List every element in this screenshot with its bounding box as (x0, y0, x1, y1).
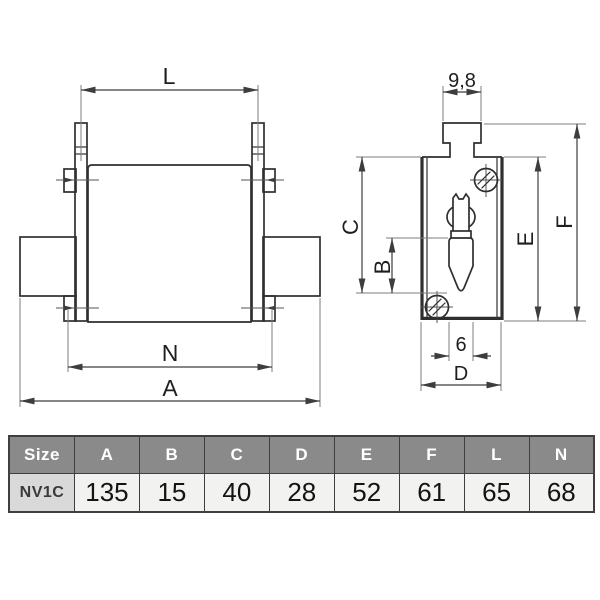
cell-A: 135 (74, 473, 140, 513)
table-header-F: F (398, 435, 465, 474)
dim-label-C: C (338, 219, 363, 235)
dimension-B: B (370, 237, 448, 293)
cell-E: 52 (333, 473, 400, 513)
table-header-L: L (463, 435, 530, 474)
dimension-F: F (484, 123, 586, 321)
cell-C: 40 (203, 473, 270, 513)
dimension-indicator-width: 6 (431, 322, 491, 361)
cell-D: 28 (268, 473, 335, 513)
cell-B: 15 (138, 473, 205, 513)
contact-blade-left (19, 236, 77, 297)
contact-blade-right (262, 236, 321, 297)
cell-L: 65 (463, 473, 530, 513)
dimension-L: L (80, 63, 259, 161)
indicator-pin (448, 237, 474, 292)
fuse-body-outline (87, 164, 252, 323)
dim-label-N: N (162, 340, 179, 366)
lug-centerlines (56, 177, 284, 311)
dim-label-D: D (454, 363, 468, 385)
fuse-indicator (446, 192, 476, 292)
dimension-table: Size A B C D E F L N NV1C 135 15 40 28 (8, 435, 595, 513)
side-blade-profile (422, 122, 502, 158)
cell-size: NV1C (8, 473, 75, 513)
indicator-cap (452, 192, 470, 233)
dim-label-A: A (162, 375, 178, 401)
table-header-C: C (203, 435, 270, 474)
dimension-N: N (67, 310, 273, 372)
table-header-A: A (74, 435, 140, 474)
dimension-A: A (19, 298, 321, 407)
dim-label-E: E (513, 232, 538, 247)
dim-label-L: L (163, 63, 176, 89)
dim-label-6: 6 (455, 334, 466, 356)
dimension-C: C (338, 156, 447, 294)
table-header-N: N (528, 435, 595, 474)
fuse-technical-drawing: L N A (19, 63, 586, 407)
dimension-E: E (504, 156, 586, 322)
table-row: NV1C 135 15 40 28 52 61 65 68 (8, 473, 595, 513)
front-view: L N A (19, 63, 321, 407)
screw-bottom-icon (421, 291, 453, 323)
table-header-E: E (333, 435, 400, 474)
dimension-blade-width: 9,8 (442, 70, 482, 121)
dim-label-F: F (552, 215, 577, 228)
table-header-B: B (138, 435, 205, 474)
dim-label-9-8: 9,8 (448, 70, 476, 92)
cell-N: 68 (528, 473, 595, 513)
table-header-size: Size (8, 435, 75, 474)
dim-label-B: B (370, 260, 395, 275)
table-header-row: Size A B C D E F L N (8, 435, 595, 474)
side-view: 9,8 C B E (338, 70, 586, 391)
dimension-D: D (420, 322, 502, 391)
table-header-D: D (268, 435, 335, 474)
dimension-table-wrap: Size A B C D E F L N NV1C 135 15 40 28 (8, 435, 595, 513)
cell-F: 61 (398, 473, 465, 513)
screw-top-icon (470, 164, 502, 197)
